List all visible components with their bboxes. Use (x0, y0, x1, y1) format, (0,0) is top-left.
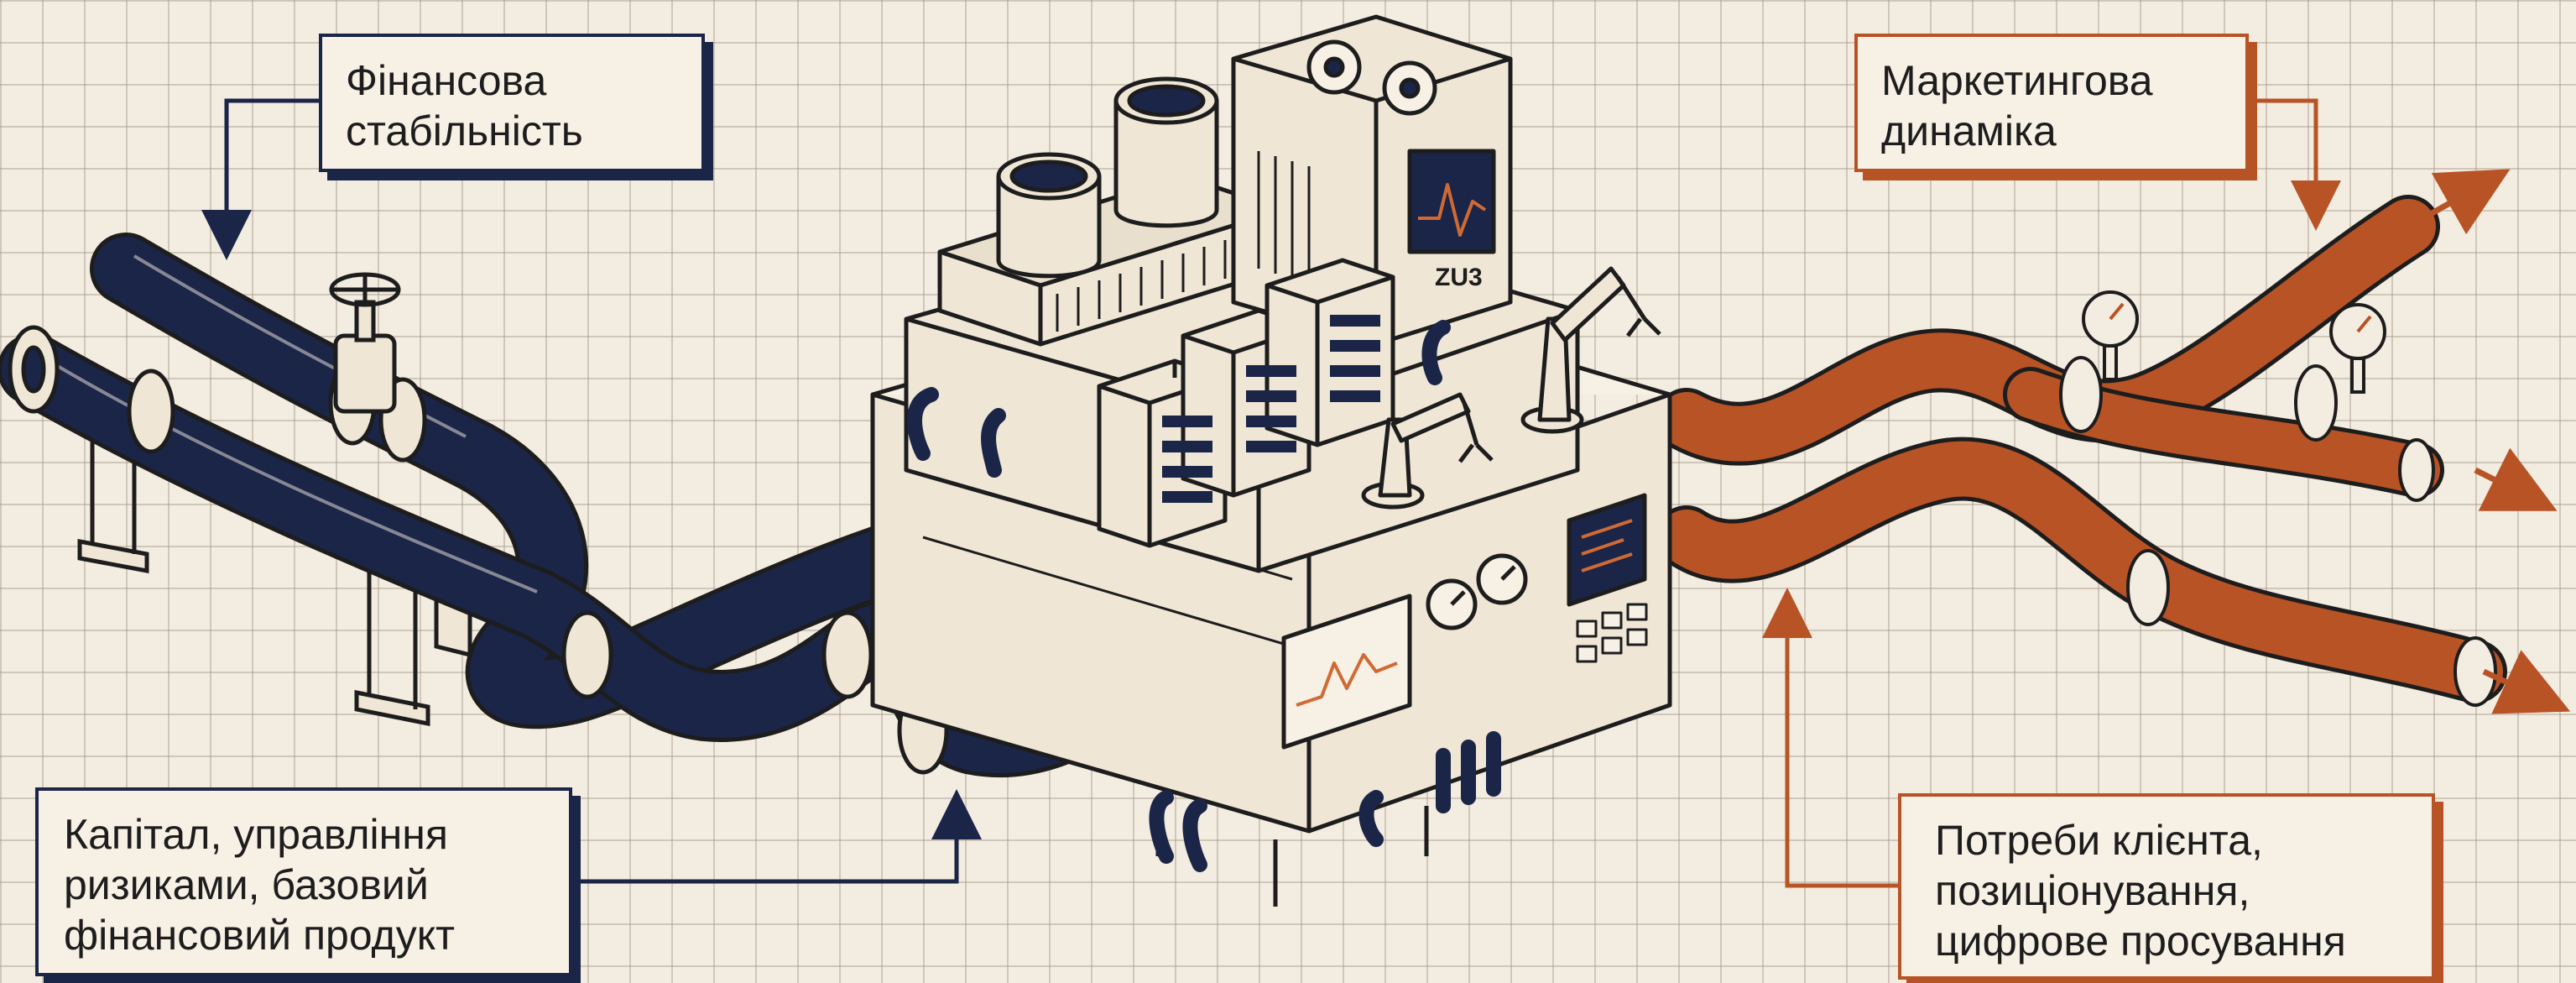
label-line: динаміка (1881, 106, 2222, 156)
label-line: стабільність (346, 106, 678, 156)
rust-pipeline (1687, 186, 2538, 705)
rust-pipe-lower (1687, 469, 2475, 672)
label-line: цифрове просування (1935, 916, 2398, 966)
label-line: позиціонування, (1935, 865, 2398, 916)
label-line: Потреби клієнта, (1935, 815, 2398, 865)
label-line: ризиками, базовий (64, 860, 544, 910)
machine-badge: ZU3 (1435, 264, 1483, 291)
label-line: Капітал, управління (64, 809, 544, 860)
label-line: фінансовий продукт (64, 910, 544, 960)
valve-wheel-icon (331, 275, 399, 411)
label-line: Маркетингова (1881, 55, 2222, 106)
label-marketing-dynamics: Маркетингова динаміка (1854, 34, 2249, 172)
output-arrow (2408, 186, 2538, 697)
label-financial-stability: Фінансова стабільність (319, 34, 705, 172)
label-capital-risk-product: Капітал, управління ризиками, базовий фі… (35, 787, 572, 976)
label-client-needs: Потреби клієнта, позиціонування, цифрове… (1898, 793, 2435, 980)
label-line: Фінансова (346, 55, 678, 106)
